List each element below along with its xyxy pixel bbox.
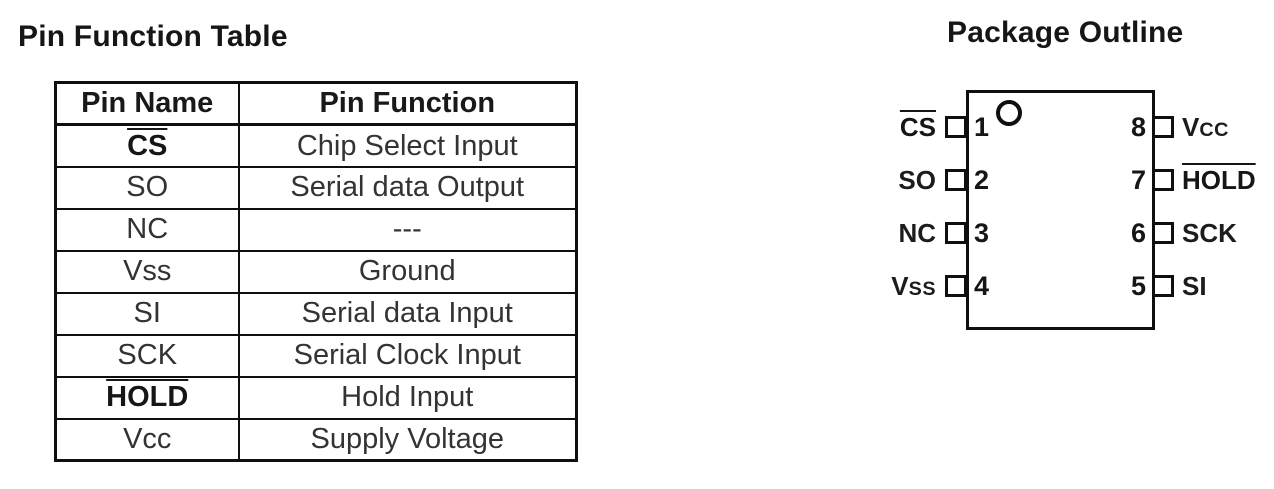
pin-label-so: SO (826, 165, 936, 195)
pin-label-text: NC (898, 218, 936, 248)
pin-number-5: 5 (1130, 271, 1146, 301)
pin-number-2: 2 (974, 165, 990, 195)
pin-number-1: 1 (974, 112, 990, 142)
pin-function-cell: Ground (237, 249, 578, 294)
pin-name-cell: SO (54, 165, 240, 210)
pin-label-cs: CS (826, 112, 936, 142)
pin-number-7: 7 (1130, 165, 1146, 195)
pin-pad-2 (945, 169, 967, 191)
pin-label-vcc: VCC (1182, 112, 1274, 142)
pin-label-text: SO (898, 165, 936, 195)
pin-function-cell: Serial data Output (237, 165, 578, 210)
pin-function-cell: Hold Input (237, 375, 578, 420)
pin-pad-1 (945, 116, 967, 138)
pin-function-cell: --- (237, 207, 578, 252)
ic-body (966, 90, 1155, 330)
pin-name: SI (133, 297, 161, 330)
pin-label-text: V (891, 271, 909, 301)
pin-function-table-title: Pin Function Table (18, 20, 288, 53)
pin-label-subscript: CC (1199, 119, 1229, 141)
pin-label-text: SCK (1182, 218, 1237, 248)
pin1-indicator-icon (996, 100, 1022, 126)
pin-name: NC (126, 213, 169, 246)
pin-label-text: V (1182, 112, 1200, 142)
pin-name: Vcc (123, 423, 172, 456)
pin-function-cell: Serial Clock Input (237, 333, 578, 378)
pin-label-text: HOLD (1182, 165, 1256, 195)
table-row: HOLD Hold Input (54, 375, 578, 420)
pin-name-cell: SI (54, 291, 240, 336)
pin-pad-3 (945, 222, 967, 244)
pin-number-6: 6 (1130, 218, 1146, 248)
pin-label-vss: VSS (826, 271, 936, 301)
table-row: Vss Ground (54, 249, 578, 294)
pin-name-cell: HOLD (54, 375, 240, 420)
pin-name: CS (127, 129, 168, 162)
column-header-pin-name: Pin Name (54, 81, 240, 126)
pin-name-cell: NC (54, 207, 240, 252)
pin-label-subscript: SS (908, 278, 936, 300)
pin-pad-5 (1152, 275, 1174, 297)
pin-label-sck: SCK (1182, 218, 1274, 248)
table-row: SI Serial data Input (54, 291, 578, 336)
table-row: SCK Serial Clock Input (54, 333, 578, 378)
table-header-row: Pin Name Pin Function (54, 81, 578, 126)
table-row: NC --- (54, 207, 578, 252)
pin-label-si: SI (1182, 271, 1274, 301)
pin-name: SO (126, 171, 169, 204)
pin-number-8: 8 (1130, 112, 1146, 142)
column-header-pin-function: Pin Function (237, 81, 578, 126)
pin-number-4: 4 (974, 271, 990, 301)
table-row: SO Serial data Output (54, 165, 578, 210)
pin-pad-7 (1152, 169, 1174, 191)
pin-pad-8 (1152, 116, 1174, 138)
pin-name-cell: SCK (54, 333, 240, 378)
pin-function-cell: Serial data Input (237, 291, 578, 336)
pin-function-table: Pin Name Pin Function CS Chip Select Inp… (54, 81, 578, 462)
package-outline-title: Package Outline (947, 16, 1184, 49)
pin-label-text: SI (1182, 271, 1207, 301)
pin-label-text: CS (899, 112, 936, 142)
pin-name-cell: Vss (54, 249, 240, 294)
pin-label-hold: HOLD (1182, 165, 1274, 195)
pin-pad-6 (1152, 222, 1174, 244)
pin-name: HOLD (106, 381, 189, 414)
pin-function-cell: Chip Select Input (237, 123, 578, 168)
pin-label-nc: NC (826, 218, 936, 248)
pin-name: Vss (123, 255, 172, 288)
pin-name-cell: Vcc (54, 417, 240, 462)
table-row: CS Chip Select Input (54, 123, 578, 168)
table-row: Vcc Supply Voltage (54, 417, 578, 462)
pin-pad-4 (945, 275, 967, 297)
pin-name: SCK (117, 339, 178, 372)
pin-function-cell: Supply Voltage (237, 417, 578, 462)
pin-number-3: 3 (974, 218, 990, 248)
pin-name-cell: CS (54, 123, 240, 168)
